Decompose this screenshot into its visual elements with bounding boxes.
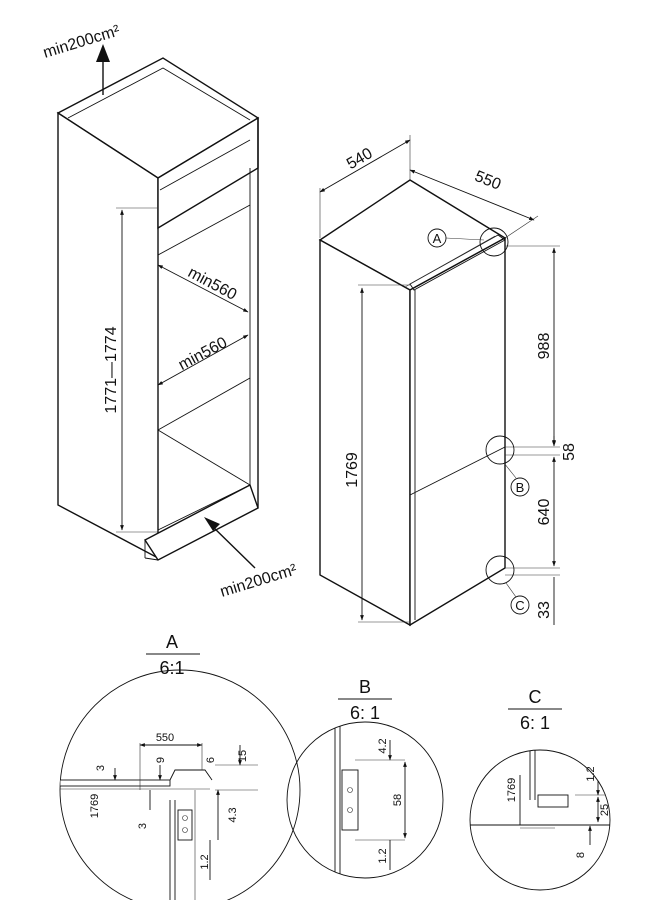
- detail-a-dim-1769: 1769: [89, 794, 101, 818]
- detail-c-scale: 6: 1: [520, 713, 550, 733]
- vent-top-arrow-icon: [96, 44, 110, 62]
- detail-a-dim-3: 3: [95, 765, 107, 771]
- detail-b-dim-4-2: 4.2: [377, 738, 389, 753]
- detail-b-title: B: [359, 677, 371, 697]
- detail-c-title: C: [529, 687, 542, 707]
- vent-bottom-arrow-icon: [204, 517, 220, 531]
- vent-top-label: min200cm²: [41, 22, 122, 62]
- marker-b: B: [516, 480, 525, 495]
- detail-a-title: A: [166, 632, 178, 652]
- detail-c-dim-8: 8: [575, 852, 587, 858]
- detail-c-dim-1-2: 1.2: [585, 766, 597, 781]
- niche-drawing: 1771—1774 min560 min560 min200cm² min200…: [41, 22, 299, 601]
- detail-c-dim-1769: 1769: [506, 778, 518, 802]
- niche-depth-upper-label: min560: [185, 264, 239, 304]
- appliance-height-label: 1769: [344, 452, 361, 488]
- niche-depth-lower-label: min560: [176, 334, 230, 374]
- detail-b-dim-58: 58: [392, 794, 404, 806]
- detail-a-dim-3b: 3: [137, 823, 149, 829]
- marker-a: A: [433, 231, 442, 246]
- marker-c: C: [515, 598, 524, 613]
- detail-a-dim-4-3: 4.3: [227, 807, 239, 822]
- detail-a-dim-15: 15: [237, 750, 249, 762]
- detail-b-dim-1-2: 1.2: [377, 848, 389, 863]
- appliance-depth-label: 550: [472, 168, 503, 194]
- appliance-drawing: 540 550 1769 988 58 640 33 A B: [318, 135, 578, 627]
- detail-a-dim-9: 9: [155, 757, 167, 763]
- detail-a: A 6:1 550 3 9 6: [59, 632, 301, 900]
- upper-section-label: 988: [536, 333, 553, 360]
- detail-b-scale: 6: 1: [350, 703, 380, 723]
- lower-section-label: 640: [536, 499, 553, 526]
- detail-c: C 6: 1 1769 1.2 25 8: [469, 687, 611, 891]
- vent-bottom-label: min200cm²: [218, 561, 299, 601]
- detail-a-dim-6: 6: [205, 757, 217, 763]
- bottom-label: 33: [536, 601, 553, 619]
- detail-a-dim-550: 550: [156, 732, 174, 744]
- niche-height-label: 1771—1774: [103, 326, 120, 413]
- detail-a-dim-1-2: 1.2: [199, 854, 211, 869]
- detail-b: B 6: 1 4.2 58 1.2: [286, 677, 444, 879]
- gap-label: 58: [561, 443, 578, 461]
- detail-a-scale: 6:1: [159, 658, 184, 678]
- detail-c-dim-25: 25: [599, 804, 611, 816]
